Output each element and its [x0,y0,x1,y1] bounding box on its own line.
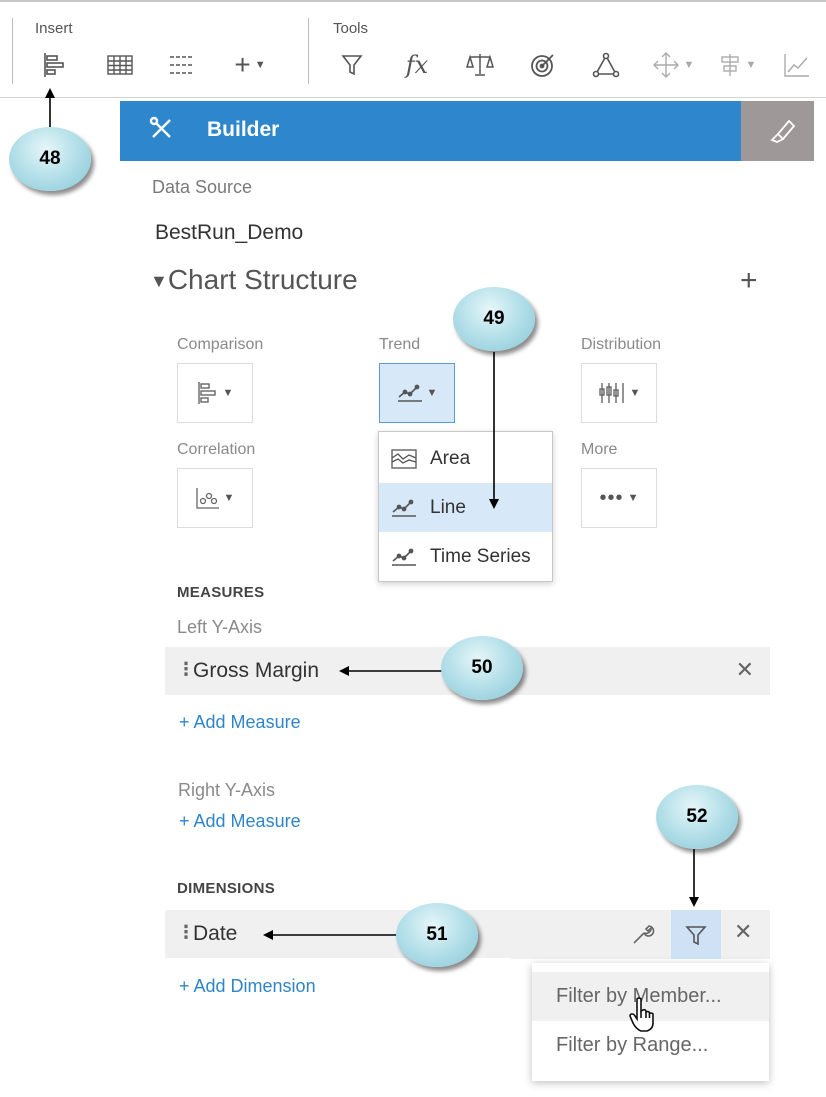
boxplot-icon [598,383,624,403]
time-series-icon [391,547,417,567]
filter-by-range-item[interactable]: Filter by Range... [556,1034,709,1056]
correlation-label: Correlation [177,441,256,458]
brush-icon [769,117,796,148]
menu-item-area[interactable]: Area [379,434,552,483]
toolbar-separator [12,18,13,84]
dimension-name: Date [193,922,238,945]
trend-icon[interactable] [780,48,814,82]
scatter-icon [195,488,219,509]
trend-dropdown-menu: Area Line Time Series [378,431,553,582]
wrench-icon[interactable] [631,922,655,951]
line-chart-icon [391,498,417,518]
chart-structure-add-button[interactable]: + [740,264,758,297]
menu-item-line[interactable]: Line [379,483,552,532]
target-icon[interactable] [526,48,560,82]
remove-measure-icon[interactable]: ✕ [735,657,754,682]
measures-heading: MEASURES [177,584,265,601]
callout-48: 48 [9,127,91,191]
more-icon: ••• [599,486,624,509]
move-icon[interactable]: ▼ [650,48,696,82]
callout-52: 52 [656,785,738,849]
drag-handle-icon[interactable]: ⋮ [177,922,195,942]
callout-51: 51 [396,903,478,967]
area-chart-icon [391,448,417,469]
balance-icon[interactable] [463,48,497,82]
trend-type-button[interactable]: ▼ [379,363,455,423]
correlation-type-button[interactable]: ▼ [177,468,253,528]
line-chart-icon [397,384,422,402]
measure-name: Gross Margin [193,659,320,682]
toolbar-separator [308,18,309,84]
data-source-value[interactable]: BestRun_Demo [155,221,304,244]
tools-group-label: Tools [333,20,369,37]
more-type-button[interactable]: •••▼ [581,468,657,528]
filter-button[interactable] [671,910,721,959]
insert-table-icon[interactable] [103,48,137,82]
insert-group-label: Insert [35,20,73,37]
trend-label: Trend [379,336,421,353]
collapse-triangle-icon: ▼ [150,271,168,292]
left-y-axis-label: Left Y-Axis [177,617,263,637]
add-icon[interactable]: +▼ [234,49,266,80]
add-left-measure-link[interactable]: + Add Measure [179,712,301,732]
data-source-label: Data Source [152,177,253,197]
more-label: More [581,441,618,458]
callout-50: 50 [441,636,523,700]
distribution-label: Distribution [581,336,662,353]
remove-dimension-icon[interactable]: ✕ [734,919,753,944]
right-y-axis-label: Right Y-Axis [178,780,276,800]
input-control-icon[interactable] [165,48,199,82]
add-dimension-link[interactable]: + Add Dimension [179,976,316,996]
distribution-type-button[interactable]: ▼ [581,363,657,423]
sort-icon[interactable]: ▼ [714,48,760,82]
filter-icon [685,925,707,945]
builder-header: Builder [120,101,741,161]
comparison-type-button[interactable]: ▼ [177,363,253,423]
bar-chart-icon [197,382,216,404]
designer-tab[interactable] [741,101,814,161]
dimensions-heading: DIMENSIONS [177,880,276,897]
dimension-actions: ✕ [511,910,770,959]
comparison-label: Comparison [177,336,264,353]
drag-handle-icon[interactable]: ⋮ [177,659,195,679]
formula-icon[interactable]: fx [405,51,429,79]
builder-title: Builder [207,118,280,141]
callout-49: 49 [453,287,535,351]
toolbar: Insert +▼ Tools fx [0,0,826,98]
chart-structure-title[interactable]: ▼Chart Structure [150,264,358,295]
network-icon[interactable] [589,48,623,82]
insert-chart-icon[interactable] [38,48,72,82]
menu-item-time-series[interactable]: Time Series [379,532,552,581]
add-right-measure-link[interactable]: + Add Measure [179,811,301,831]
filter-icon[interactable] [335,48,369,82]
hand-cursor-icon [628,996,662,1039]
tools-icon [148,115,176,148]
